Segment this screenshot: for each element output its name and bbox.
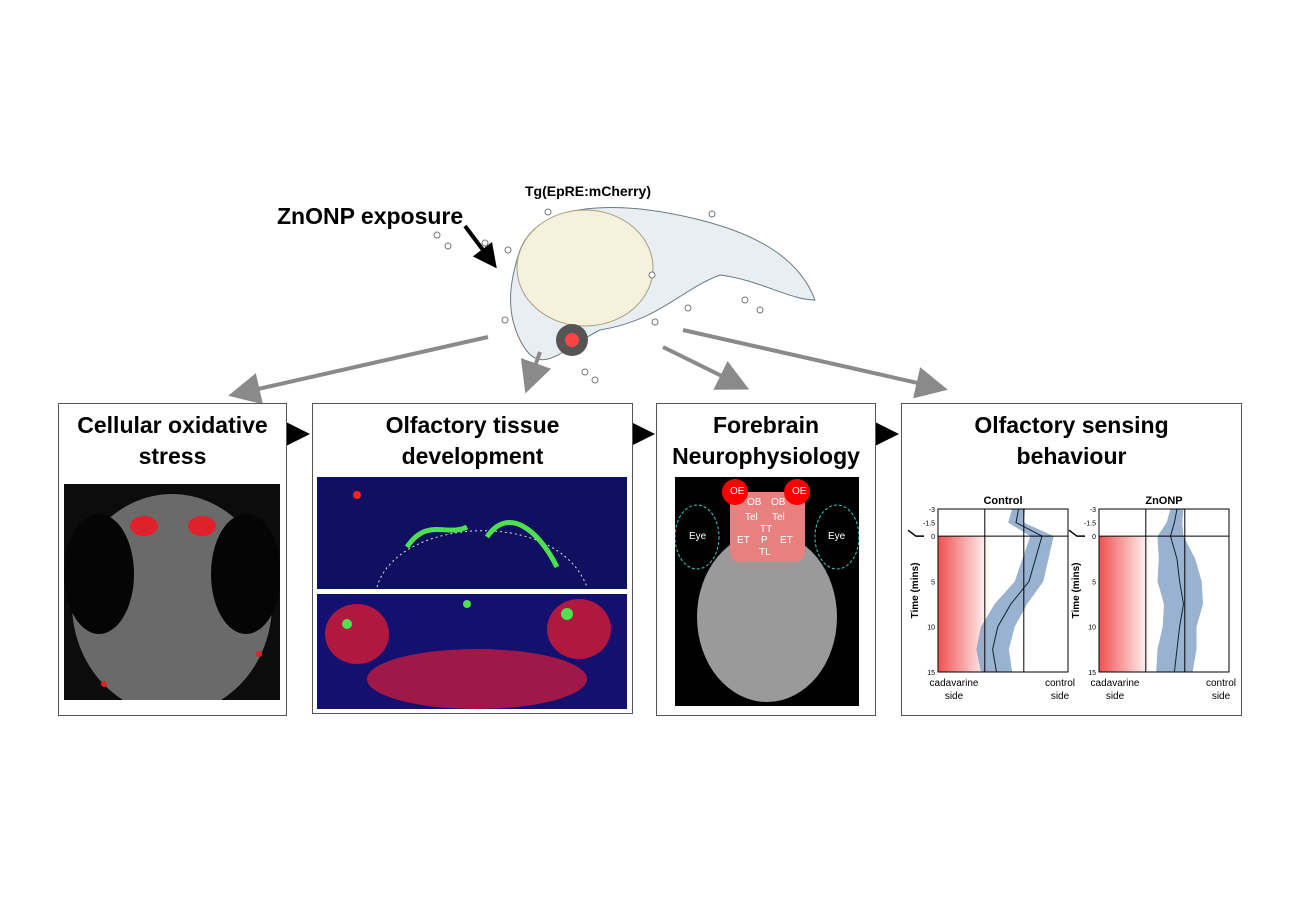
y-tick-label: 5: [1092, 579, 1096, 586]
stimulus-arrow-icon: [1068, 529, 1085, 537]
panel-title-line2: behaviour: [1016, 443, 1127, 469]
brain-label: Eye: [828, 531, 846, 542]
y-tick-label: -3: [929, 507, 935, 514]
panel-title-line2: stress: [138, 443, 207, 469]
arrow-to-tissue: [520, 351, 552, 394]
stimulus-arrow-icon: [907, 529, 924, 537]
panel-oxidative-stress: Cellular oxidative stress: [58, 403, 287, 716]
x-label-left: side: [1106, 691, 1125, 702]
x-label-right: control: [1045, 678, 1075, 689]
brain-label: P: [761, 535, 768, 546]
chart-title: ZnONP: [1145, 495, 1182, 507]
position-band: [976, 509, 1054, 672]
brain-label: OB: [771, 497, 786, 508]
panel-title-line1: Cellular oxidative: [77, 412, 268, 438]
cadaverine-gradient: [1099, 536, 1151, 672]
arrow-to-forebrain: [662, 345, 750, 390]
y-tick-label: 0: [931, 534, 935, 541]
panel-title-line1: Olfactory sensing: [974, 412, 1169, 438]
panel-olfactory-tissue: Olfactory tissue development: [312, 403, 633, 714]
y-tick-label: 15: [927, 670, 935, 677]
arrow-to-stress: [228, 335, 489, 405]
brain-label: Eye: [689, 531, 707, 542]
brain-label: Tel: [745, 512, 758, 523]
y-axis-label: Time (mins): [910, 563, 921, 619]
panel-title-line1: Forebrain: [712, 412, 820, 438]
brain-label: TL: [759, 547, 771, 558]
position-band: [1156, 509, 1203, 672]
brain-label: OE: [792, 486, 807, 497]
x-label-left: side: [945, 691, 964, 702]
x-label-right: control: [1206, 678, 1236, 689]
y-axis-label: Time (mins): [1071, 563, 1082, 619]
arrow-to-behaviour: [682, 328, 948, 399]
brain-label: TT: [760, 524, 773, 535]
brain-activity-map: OE OE OB OB Tel Tel TT ET P ET TL Eye Ey…: [675, 477, 859, 706]
behaviour-charts: Control -3 -1.5 0 5 10 15 Time (mins) cadavarine…: [907, 495, 1236, 702]
brain-label: OB: [747, 497, 762, 508]
chart-title: Control: [983, 495, 1022, 507]
fluorescence-micrograph: [64, 484, 280, 700]
x-label-left: cadavarine: [930, 678, 979, 689]
y-tick-label: -1.5: [1084, 521, 1096, 528]
plot-frame: [937, 508, 1069, 673]
panel-behaviour: Olfactory sensing behaviour Control -3 -1.5…: [901, 403, 1242, 716]
panel-title-line2: Neurophysiology: [672, 443, 860, 469]
y-tick-label: 10: [927, 625, 935, 632]
x-label-right: side: [1212, 691, 1231, 702]
y-tick-label: -3: [1090, 507, 1096, 514]
y-tick-label: -1.5: [923, 521, 935, 528]
brain-label: ET: [780, 535, 793, 546]
x-label-left: cadavarine: [1091, 678, 1140, 689]
confocal-image-bottom: [317, 594, 627, 709]
mean-position-line: [1169, 508, 1185, 673]
brain-label: Tel: [772, 512, 785, 523]
y-tick-label: 10: [1088, 625, 1096, 632]
y-tick-label: 5: [931, 579, 935, 586]
brain-label: ET: [737, 535, 750, 546]
panel-title-line1: Olfactory tissue: [385, 412, 560, 438]
transgenic-line-label: Tg(EpRE:mCherry): [525, 183, 652, 199]
plot-frame: [1098, 508, 1230, 673]
exposure-label: ZnONP exposure: [277, 203, 464, 229]
confocal-image-top: [317, 477, 627, 589]
x-label-right: side: [1051, 691, 1070, 702]
brain-label: OE: [730, 486, 745, 497]
y-tick-label: 0: [1092, 534, 1096, 541]
panel-title-line2: development: [401, 443, 544, 469]
mean-position-line: [992, 508, 1043, 673]
y-tick-label: 15: [1088, 670, 1096, 677]
